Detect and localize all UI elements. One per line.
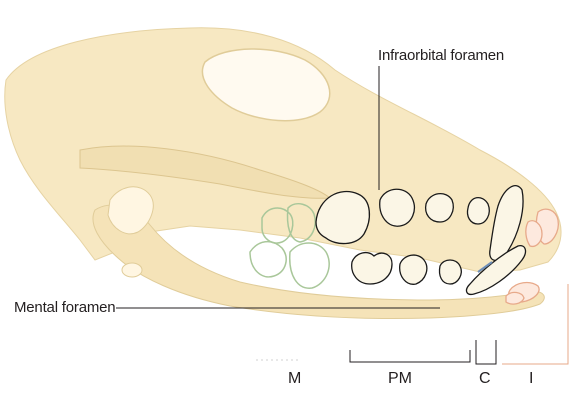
condyle: [122, 263, 142, 277]
infraorbital-foramen-label: Infraorbital foramen: [378, 48, 504, 63]
lower-premolar-4: [352, 253, 392, 284]
canine-bracket: [476, 340, 496, 364]
mental-foramen-label: Mental foramen: [14, 300, 115, 315]
upper-incisor-2: [526, 221, 542, 247]
lower-incisor-2: [506, 292, 524, 304]
molars-label: M: [288, 371, 301, 387]
lower-premolar-3: [400, 255, 427, 284]
lower-premolar-2: [439, 260, 461, 284]
upper-premolar-3: [380, 189, 415, 226]
premolar-bracket: [350, 350, 470, 362]
incisors-label: I: [529, 371, 533, 387]
canine-label: C: [479, 371, 491, 387]
premolars-label: PM: [388, 371, 412, 387]
upper-premolar-2: [426, 194, 454, 222]
upper-premolar-1: [467, 198, 489, 224]
lower-molar-1: [250, 242, 286, 277]
lower-molar-2: [290, 243, 329, 288]
